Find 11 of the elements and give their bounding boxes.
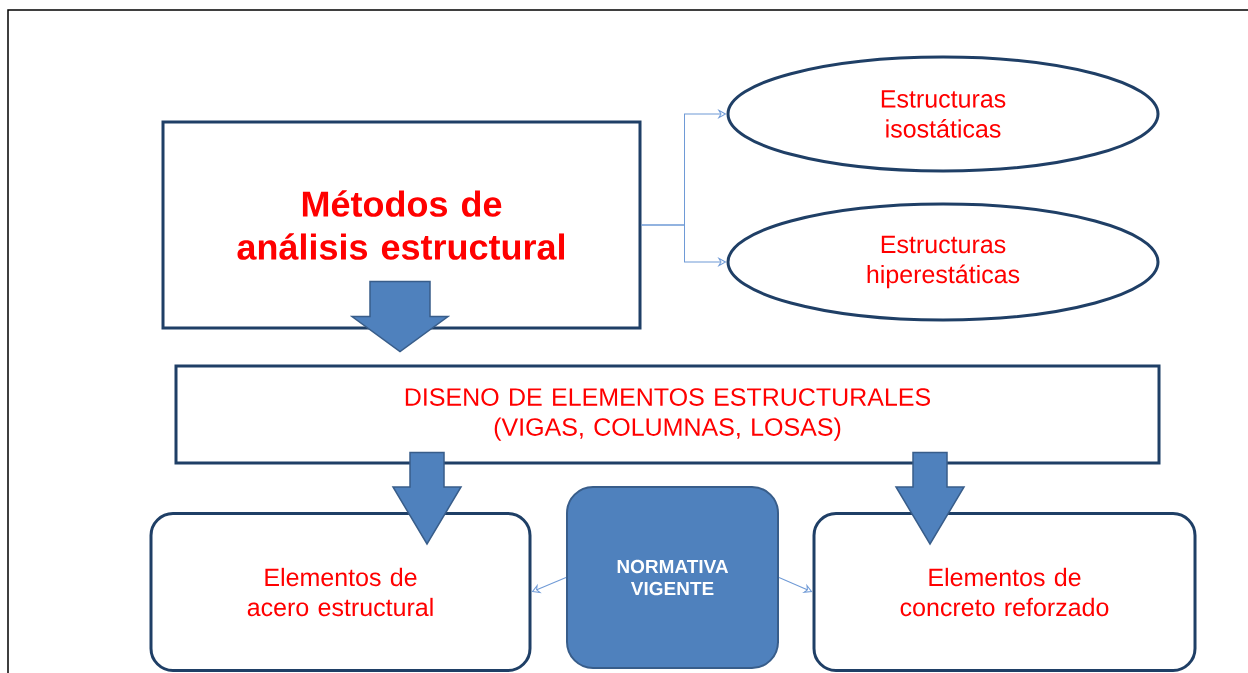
block-arrow [349,280,451,353]
arrow [531,577,567,593]
result-box: Elementos de acero estructural [149,512,532,672]
block-arrow [894,451,966,546]
process-box: Métodos de análisis estructural [161,120,642,330]
process-box: DISENO DE ELEMENTOS ESTRUCTURALES (VIGAS, COLUMNAS, LOSAS) [174,364,1161,465]
block-arrow [391,451,463,546]
result-box: Elementos de concreto reforzado [812,512,1197,672]
arrow [641,224,726,267]
arrow [778,577,813,593]
standard-box: NORMATIVA VIGENTE [566,486,779,669]
